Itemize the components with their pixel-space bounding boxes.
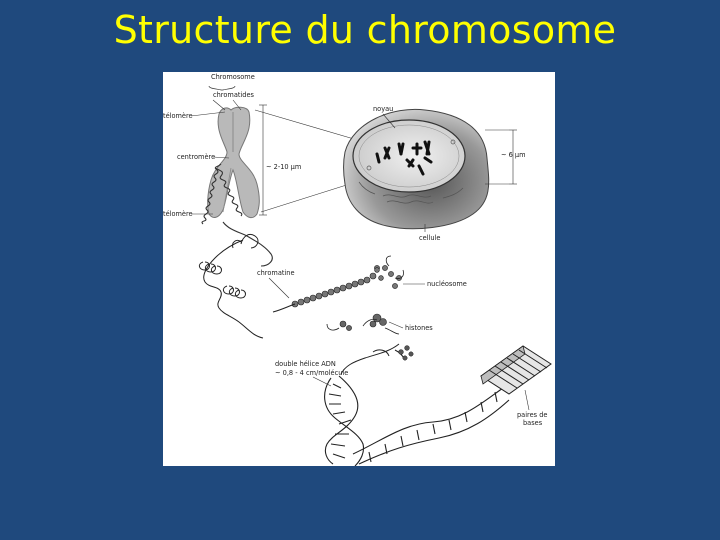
chromatine-label: chromatine	[257, 269, 295, 277]
dna-beads	[398, 345, 414, 361]
base-pairs-label-line1: paires de	[517, 411, 547, 419]
dna-helix-label-line2: ~ 0,8 - 4 cm/molécule	[275, 369, 348, 377]
base-pair-ladder	[480, 345, 552, 395]
telomere-bottom-label: télomère	[163, 210, 193, 218]
histones	[339, 313, 387, 331]
chromatides-label: chromatides	[213, 91, 255, 99]
chromosome-size-label: ~ 2-10 µm	[266, 163, 301, 171]
chromatin-coil	[201, 163, 273, 267]
chromosome-structure-diagram: Chromosome chromatides télomère centromè…	[163, 72, 555, 466]
chromosome-label: Chromosome	[211, 73, 255, 81]
double-helix	[324, 375, 510, 466]
slide-title: Structure du chromosome	[113, 8, 617, 52]
base-pairs-label-line2: bases	[523, 419, 543, 427]
noyau-label: noyau	[373, 105, 393, 113]
chromatides-brace	[208, 85, 236, 91]
nucleosome-label: nucléosome	[427, 280, 467, 288]
centromere-label: centromère	[177, 153, 215, 161]
telomere-top-label: télomère	[163, 112, 193, 120]
dna-helix-label-line1: double hélice ADN	[275, 360, 336, 368]
chromosome-shape	[207, 106, 260, 219]
nucleus	[352, 119, 466, 193]
chromatin-fiber	[198, 233, 264, 339]
histones-label: histones	[405, 324, 433, 332]
nucleus-chromosomes	[375, 140, 433, 176]
dna-strand	[340, 343, 406, 375]
cellule-label: cellule	[419, 234, 440, 242]
nucleosome-beads	[291, 265, 402, 308]
cell	[343, 108, 490, 230]
